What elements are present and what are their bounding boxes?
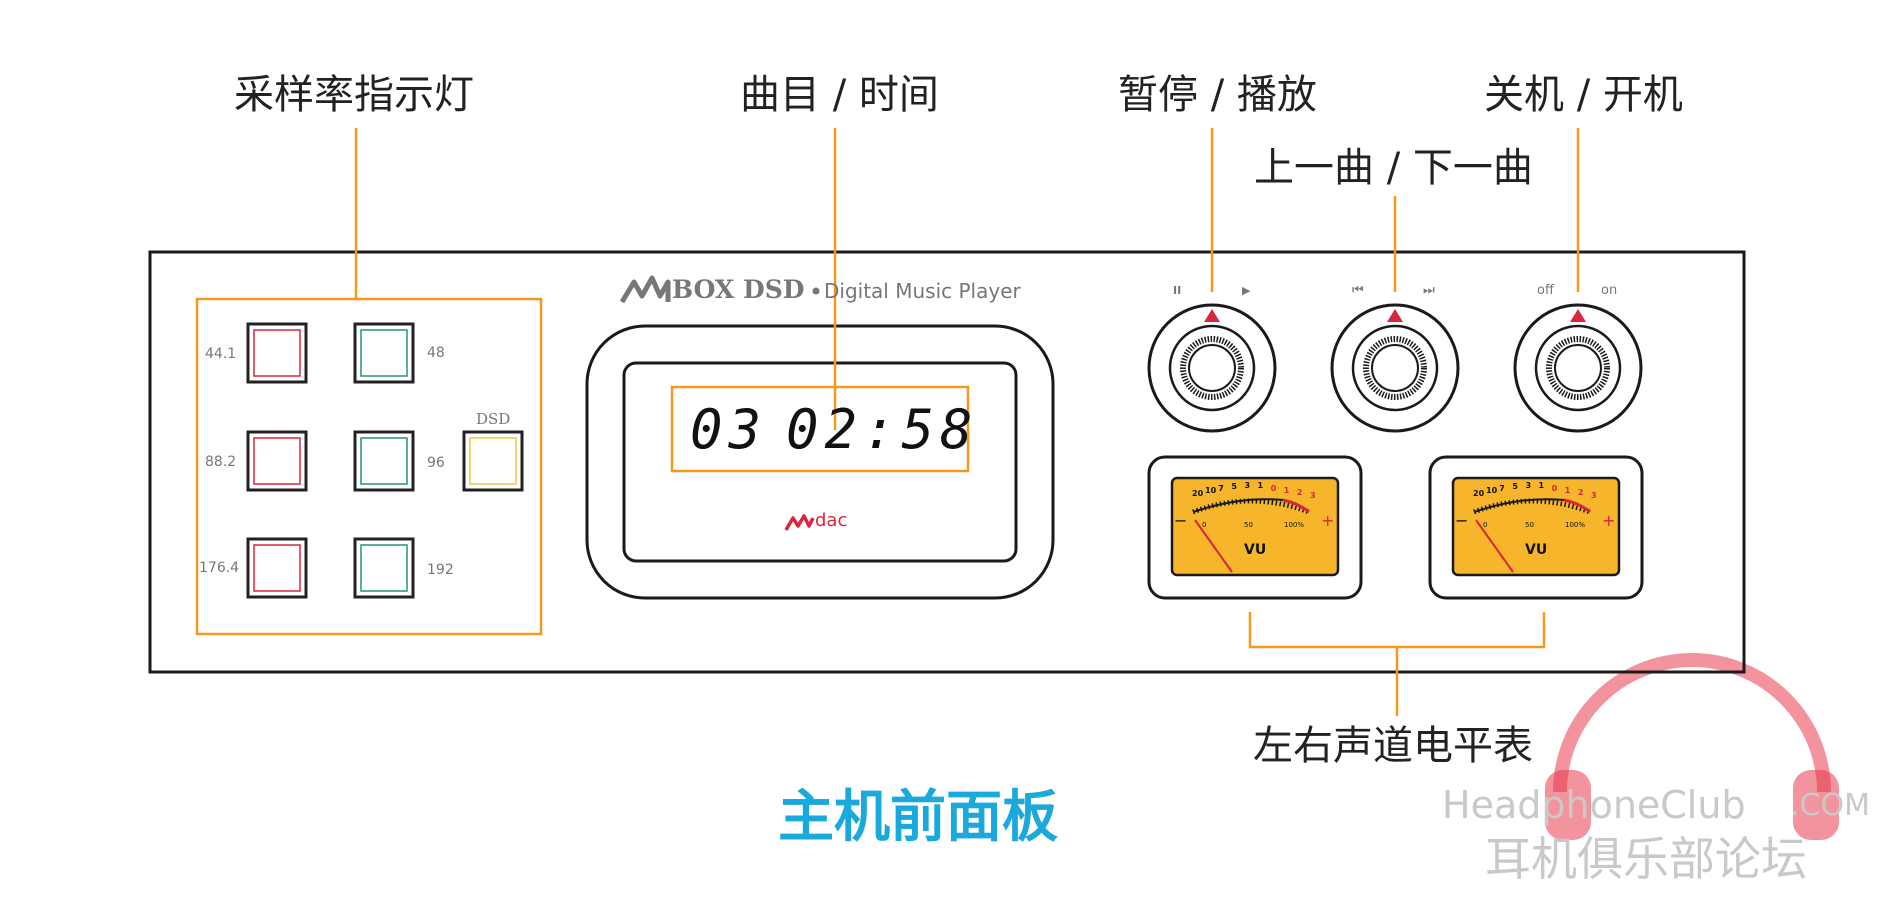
callout-power-off-on: 关机 / 开机 xyxy=(1484,72,1683,118)
callout-track-time: 曲目 / 时间 xyxy=(740,72,939,118)
vu-left-scale-bottom-1: 50 xyxy=(1244,521,1253,529)
sample-rate-group-frame xyxy=(195,297,543,636)
callout-lines xyxy=(354,128,1580,716)
vu-left-scale-top-2: 7 xyxy=(1218,483,1224,493)
vu-left-scale-bottom-0: 0 xyxy=(1202,521,1207,529)
watermark-headphone-icon xyxy=(1545,653,1839,840)
page-title: 主机前面板 xyxy=(778,785,1058,850)
brand-sublogo: dac xyxy=(815,510,848,531)
callout-lr-level-meter: 左右声道电平表 xyxy=(1253,723,1533,769)
vu-meter-left xyxy=(1147,455,1363,600)
play-icon: ▶ xyxy=(1242,284,1251,297)
vu-left-scale-top-9: 3 xyxy=(1310,491,1316,500)
vu-left-scale-top-0: 20 xyxy=(1192,489,1204,498)
led-48 xyxy=(353,322,415,384)
watermark-domain: .COM xyxy=(1790,788,1870,823)
vu-right-scale-top-8: 2 xyxy=(1577,488,1584,498)
leader-level-meters xyxy=(1248,612,1546,716)
sample-rate-label-48: 48 xyxy=(427,345,445,361)
vu-left-minus: − xyxy=(1174,511,1188,530)
led-44-1 xyxy=(246,322,308,384)
watermark-cn: 耳机俱乐部论坛 xyxy=(1485,832,1807,886)
callout-sample-rate-indicator: 采样率指示灯 xyxy=(234,72,474,118)
vu-left-scale-top-4: 3 xyxy=(1244,481,1251,491)
power-on-label: on xyxy=(1601,283,1618,298)
vu-right-plus: + xyxy=(1602,511,1616,530)
vu-right-scale-bottom-2: 100% xyxy=(1565,521,1586,529)
sample-rate-label-192: 192 xyxy=(427,562,454,578)
vu-right-scale-bottom-1: 50 xyxy=(1525,521,1534,529)
vu-right-scale-top-9: 3 xyxy=(1591,491,1597,500)
vu-right-scale-top-6: 0 xyxy=(1551,484,1558,494)
vu-right-scale-top-3: 5 xyxy=(1512,482,1518,492)
vu-left-scale-top-1: 10 xyxy=(1205,486,1217,496)
vu-left-scale-top-6: 0 xyxy=(1270,484,1277,494)
vu-right-scale-top-1: 10 xyxy=(1486,486,1498,496)
brand-tagline: Digital Music Player xyxy=(824,279,1021,303)
mbox-logo-icon xyxy=(619,275,671,304)
sample-rate-label-dsd: DSD xyxy=(476,410,511,428)
prev-track-icon: ⏮ xyxy=(1352,283,1364,298)
chassis-outline xyxy=(148,250,1746,674)
vu-left-scale-bottom-2: 100% xyxy=(1284,521,1305,529)
display-bezel-inner xyxy=(622,361,1018,563)
led-dsd xyxy=(462,430,524,492)
vu-right-scale-top-5: 1 xyxy=(1538,481,1545,491)
next-track-icon: ⏭ xyxy=(1423,283,1435,298)
brand-model: BOX DSD xyxy=(672,275,805,304)
vu-right-scale-bottom-0: 0 xyxy=(1483,521,1488,529)
vu-meter-right xyxy=(1428,455,1644,600)
mdac-logo-icon xyxy=(784,514,815,531)
led-192 xyxy=(353,537,415,599)
vu-left-scale-top-3: 5 xyxy=(1231,482,1237,492)
display-readout-frame xyxy=(670,385,970,473)
power-off-label: off xyxy=(1537,283,1554,298)
watermark-site: HeadphoneClub xyxy=(1442,783,1746,827)
sample-rate-label-44-1: 44.1 xyxy=(205,346,237,362)
led-176-4 xyxy=(246,537,308,599)
power-knob xyxy=(1513,303,1643,433)
display-track: 03 xyxy=(690,398,768,461)
vu-left-scale-top-8: 2 xyxy=(1296,488,1303,498)
vu-left-plus: + xyxy=(1321,511,1335,530)
vu-left-scale-top-7: 1 xyxy=(1283,485,1290,495)
sample-rate-label-88-2: 88.2 xyxy=(205,454,237,470)
pause-play-knob xyxy=(1147,303,1277,433)
sample-rate-label-176-4: 176.4 xyxy=(199,560,240,576)
vu-right-scale-top-7: 1 xyxy=(1564,485,1571,495)
sample-rate-label-96: 96 xyxy=(427,455,445,471)
vu-right-scale-top-4: 3 xyxy=(1525,481,1532,491)
vu-left-label: VU xyxy=(1244,542,1267,558)
vu-left-scale-top-5: 1 xyxy=(1257,481,1264,491)
vu-right-scale-top-2: 7 xyxy=(1499,483,1505,493)
prev-next-knob xyxy=(1330,303,1460,433)
display-time: 02:58 xyxy=(786,398,979,461)
callout-prev-next: 上一曲 / 下一曲 xyxy=(1254,145,1533,191)
led-88-2 xyxy=(246,430,308,492)
vu-right-scale-top-0: 20 xyxy=(1473,489,1485,498)
callout-pause-play: 暂停 / 播放 xyxy=(1118,72,1317,118)
pause-icon: II xyxy=(1173,284,1182,297)
vu-right-minus: − xyxy=(1455,511,1469,530)
vu-right-label: VU xyxy=(1525,542,1548,558)
led-96 xyxy=(353,430,415,492)
